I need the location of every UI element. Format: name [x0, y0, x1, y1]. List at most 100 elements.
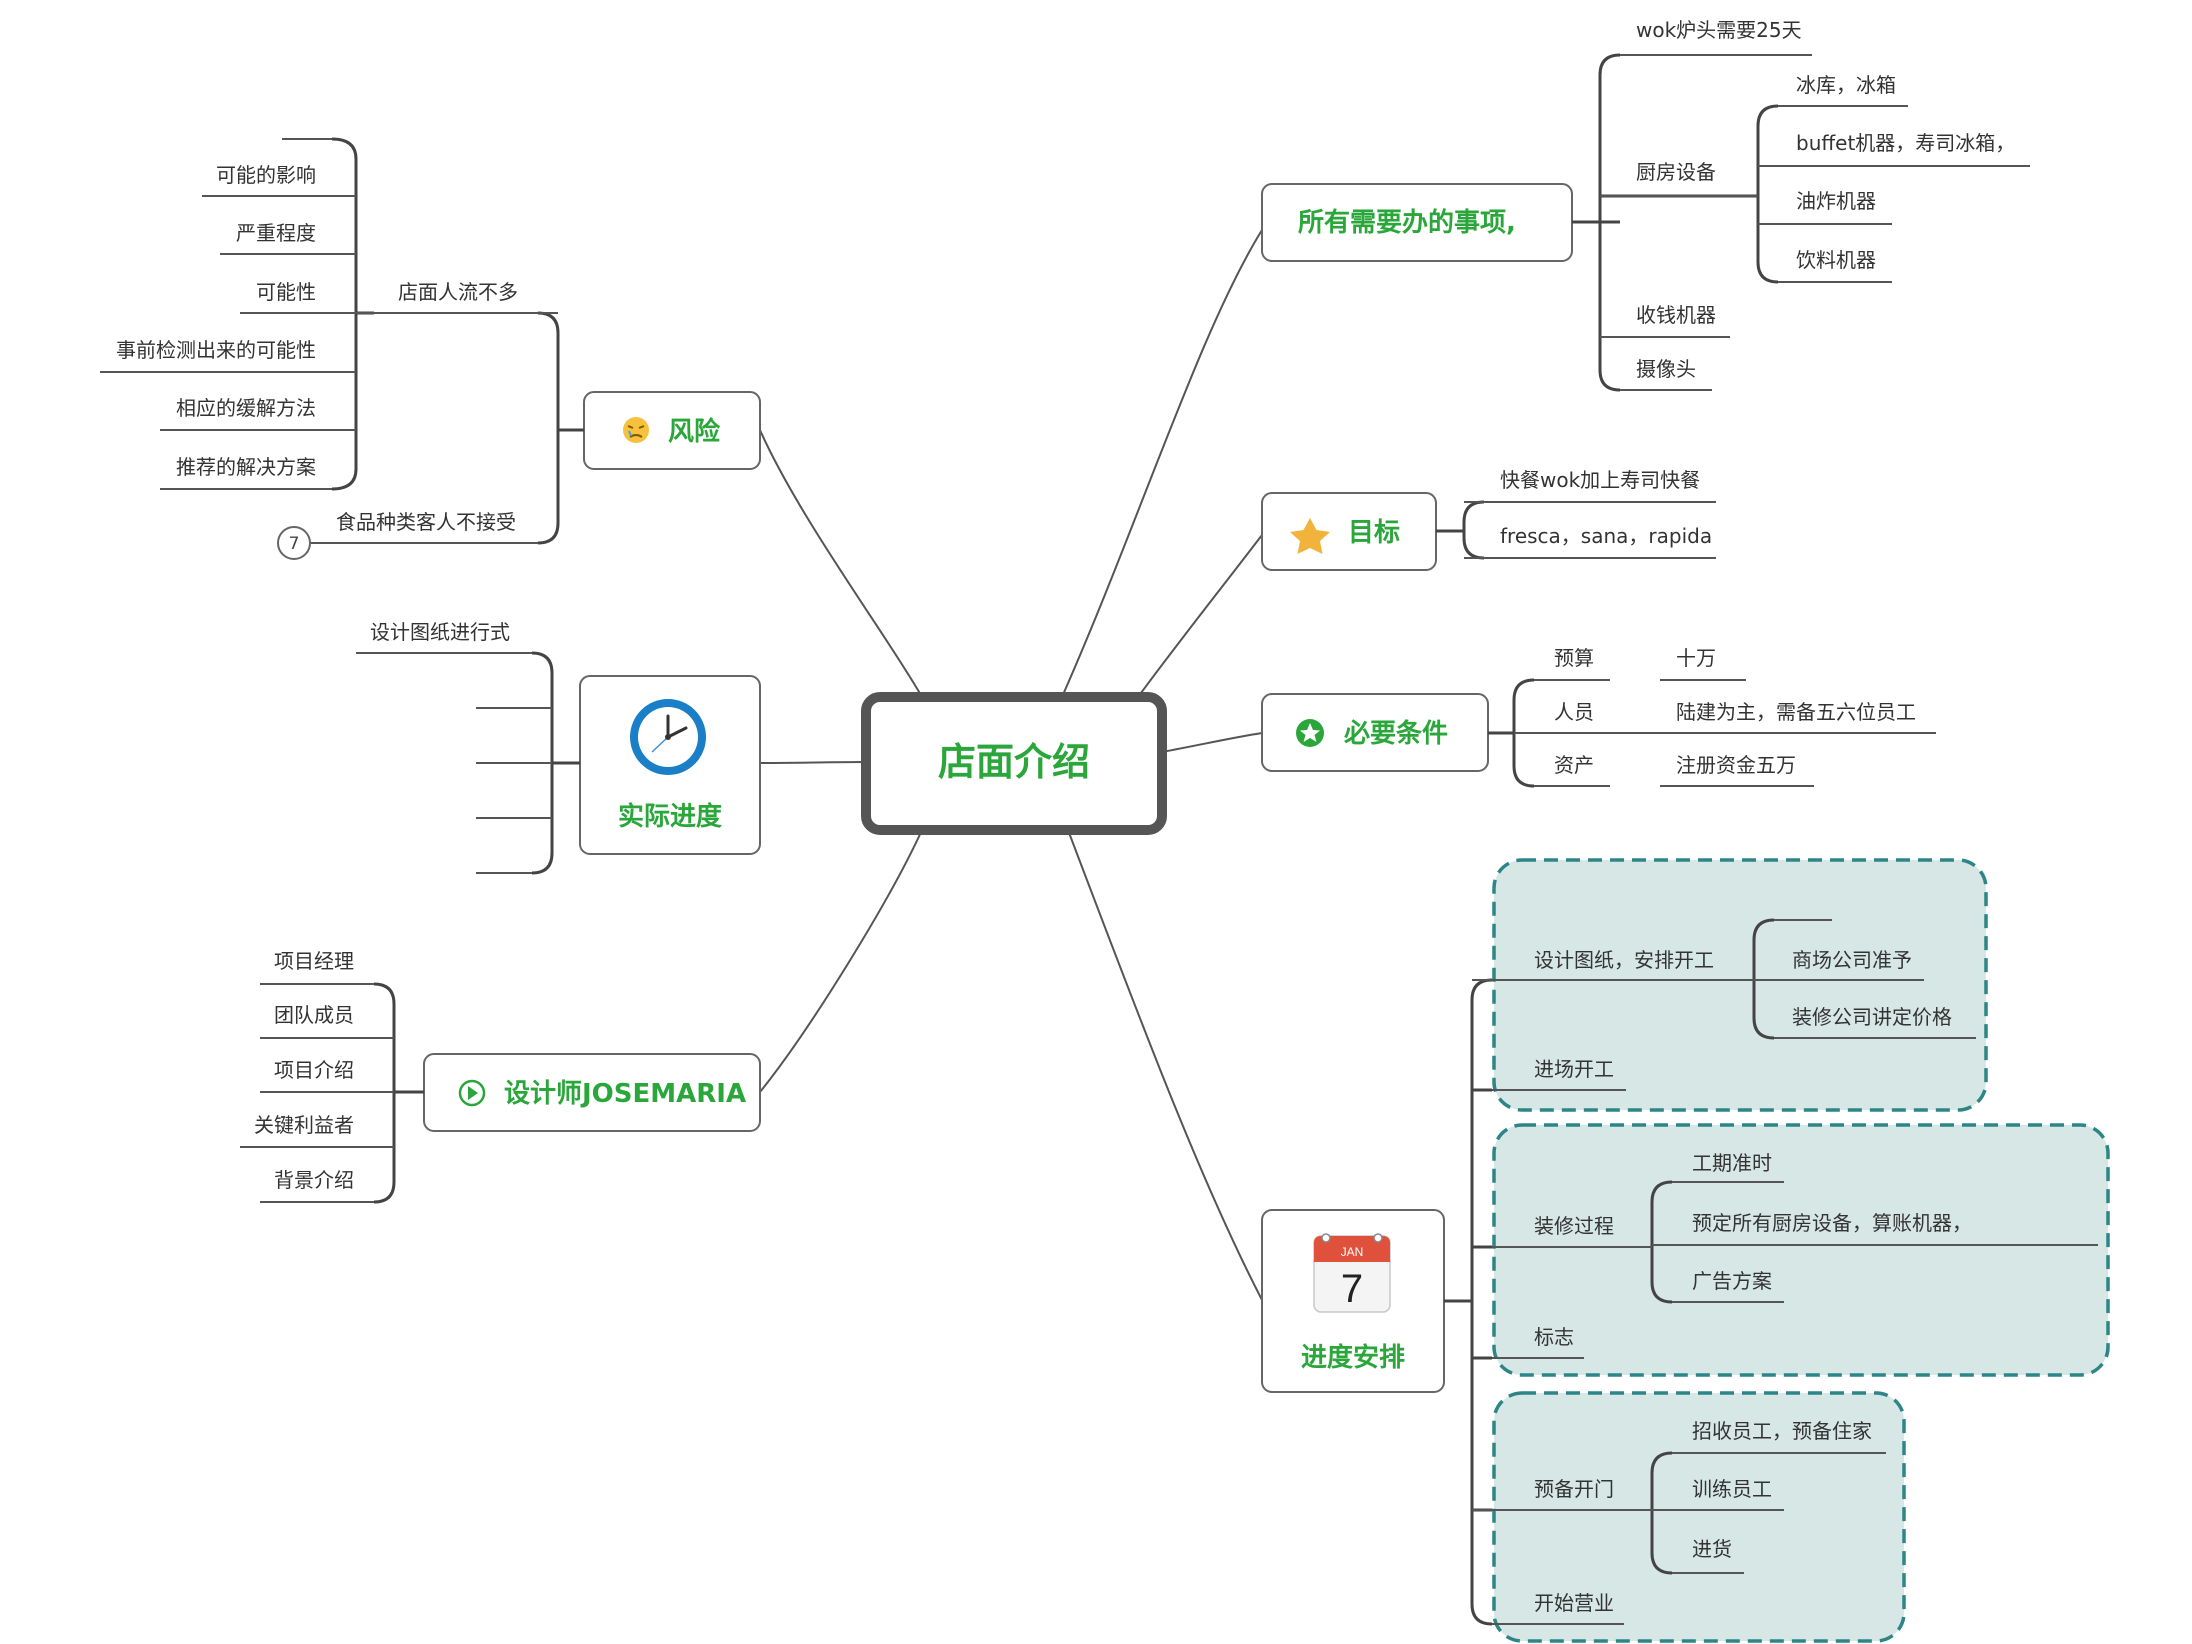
topic-todo[interactable]: 所有需要办的事项,	[1261, 183, 1573, 262]
todo-item-wok[interactable]: wok炉头需要25天	[1620, 18, 1812, 56]
star-icon	[1290, 518, 1330, 554]
designer-item[interactable]: 项目经理	[260, 949, 374, 985]
svg-text:装修过程: 装修过程	[1534, 1214, 1614, 1238]
topic-requirements[interactable]: 必要条件	[1261, 693, 1489, 772]
svg-text:JAN: JAN	[1341, 1245, 1364, 1259]
svg-text:进货: 进货	[1692, 1537, 1732, 1561]
svg-text:关键利益者: 关键利益者	[254, 1113, 354, 1137]
svg-text:7: 7	[289, 534, 300, 554]
risk-sub-topic[interactable]: 店面人流不多	[356, 280, 558, 314]
svg-text:商场公司准予: 商场公司准予	[1792, 948, 1912, 972]
kitchen-item[interactable]: 冰库，冰箱	[1778, 73, 1908, 107]
svg-text:冰库，冰箱: 冰库，冰箱	[1796, 73, 1896, 97]
root-topic-label: 店面介绍	[938, 740, 1090, 784]
requirement-row[interactable]: 资产 注册资金五万	[1534, 753, 1814, 787]
svg-text:店面人流不多: 店面人流不多	[398, 280, 518, 304]
schedule-subitem[interactable]: 进货	[1672, 1537, 1744, 1574]
designer-item[interactable]: 团队成员	[260, 1003, 394, 1039]
kitchen-item[interactable]: 饮料机器	[1778, 248, 1892, 283]
risk-detail-item[interactable]: 可能的影响	[202, 163, 356, 197]
svg-text:摄像头: 摄像头	[1636, 357, 1696, 381]
risk-connectors	[331, 137, 584, 545]
svg-text:预定所有厨房设备，算账机器，: 预定所有厨房设备，算账机器，	[1692, 1211, 1972, 1235]
svg-text:快餐wok加上寿司快餐: 快餐wok加上寿司快餐	[1500, 468, 1700, 492]
calendar-icon: JAN 7	[1313, 1233, 1391, 1313]
svg-text:招收员工，预备住家: 招收员工，预备住家	[1692, 1419, 1872, 1443]
svg-text:训练员工: 训练员工	[1692, 1477, 1772, 1501]
todo-item-kitchen[interactable]: 厨房设备	[1600, 160, 1758, 197]
svg-text:设计图纸，安排开工: 设计图纸，安排开工	[1534, 948, 1714, 972]
schedule-group-label[interactable]: 装修过程	[1492, 1214, 1652, 1248]
goal-item[interactable]: 快餐wok加上寿司快餐	[1464, 468, 1716, 503]
schedule-subitem[interactable]: 广告方案	[1672, 1269, 1784, 1303]
svg-text:资产: 资产	[1554, 753, 1594, 777]
schedule-group-label[interactable]: 设计图纸，安排开工	[1472, 948, 1754, 981]
progress-item[interactable]: 设计图纸进行式	[356, 620, 532, 654]
collapsed-count-badge[interactable]: 7	[277, 526, 311, 560]
svg-text:注册资金五万: 注册资金五万	[1676, 753, 1796, 777]
root-connectors	[759, 229, 1263, 1301]
goal-item[interactable]: fresca，sana，rapida	[1464, 524, 1716, 559]
svg-text:装修公司讲定价格: 装修公司讲定价格	[1792, 1005, 1952, 1029]
topic-designer[interactable]: 设计师JOSEMARIA	[423, 1053, 761, 1132]
svg-text:工期准时: 工期准时	[1692, 1151, 1772, 1175]
boundary-group-renovation[interactable]	[1492, 1123, 2110, 1377]
svg-text:开始营业: 开始营业	[1534, 1591, 1614, 1615]
schedule-group-next[interactable]: 标志	[1492, 1325, 1584, 1359]
svg-text:预备开门: 预备开门	[1534, 1477, 1614, 1501]
schedule-subitem[interactable]: 装修公司讲定价格	[1774, 1005, 1976, 1039]
topic-progress[interactable]: 实际进度	[579, 675, 761, 855]
svg-text:项目经理: 项目经理	[274, 949, 354, 973]
schedule-group-label[interactable]: 预备开门	[1472, 1477, 1652, 1511]
kitchen-item[interactable]: buffet机器，寿司冰箱，	[1758, 131, 2030, 167]
topic-todo-label: 所有需要办的事项,	[1298, 207, 1516, 238]
risk-sub-topic[interactable]: 食品种类客人不接受 7	[277, 510, 538, 560]
topic-goal[interactable]: 目标	[1261, 492, 1437, 571]
svg-text:相应的缓解方法: 相应的缓解方法	[176, 396, 316, 420]
schedule-subitem[interactable]: 预定所有厨房设备，算账机器，	[1652, 1211, 2098, 1246]
svg-text:油炸机器: 油炸机器	[1796, 189, 1876, 213]
schedule-group-next[interactable]: 开始营业	[1492, 1591, 1624, 1625]
schedule-subitem[interactable]: 招收员工，预备住家	[1672, 1419, 1886, 1454]
svg-text:人员: 人员	[1554, 700, 1594, 724]
topic-risk[interactable]: 风险	[583, 391, 761, 470]
todo-item-register[interactable]: 收钱机器	[1600, 303, 1730, 338]
clock-icon	[630, 699, 706, 775]
svg-text:7: 7	[1341, 1267, 1363, 1311]
todo-connectors	[1572, 53, 1779, 392]
topic-risk-label: 风险	[668, 416, 721, 447]
kitchen-item[interactable]: 油炸机器	[1758, 189, 1892, 225]
svg-text:预算: 预算	[1554, 646, 1594, 670]
svg-text:推荐的解决方案: 推荐的解决方案	[176, 455, 316, 479]
designer-item[interactable]: 项目介绍	[260, 1058, 394, 1093]
svg-text:fresca，sana，rapida: fresca，sana，rapida	[1500, 524, 1712, 548]
schedule-subitem[interactable]: 工期准时	[1672, 1151, 1784, 1183]
topic-schedule[interactable]: JAN 7 进度安排	[1261, 1209, 1445, 1393]
svg-text:广告方案: 广告方案	[1692, 1269, 1772, 1293]
designer-item[interactable]: 背景介绍	[260, 1168, 374, 1203]
svg-text:饮料机器: 饮料机器	[1796, 248, 1876, 272]
svg-text:事前检测出来的可能性: 事前检测出来的可能性	[116, 338, 316, 362]
svg-text:可能性: 可能性	[256, 280, 316, 304]
risk-detail-item[interactable]: 推荐的解决方案	[160, 455, 332, 490]
boundary-group-design[interactable]	[1492, 858, 1988, 1112]
root-topic[interactable]: 店面介绍	[861, 692, 1167, 835]
risk-detail-item[interactable]: 事前检测出来的可能性	[100, 338, 356, 373]
risk-detail-item[interactable]: 严重程度	[220, 221, 356, 255]
schedule-subitem[interactable]: 训练员工	[1652, 1477, 1784, 1511]
svg-text:陆建为主，需备五六位员工: 陆建为主，需备五六位员工	[1676, 700, 1916, 724]
risk-detail-item[interactable]: 可能性	[240, 280, 356, 314]
todo-item-camera[interactable]: 摄像头	[1620, 357, 1712, 391]
svg-text:厨房设备: 厨房设备	[1636, 160, 1716, 184]
requirement-row[interactable]: 人员 陆建为主，需备五六位员工	[1514, 700, 1936, 734]
designer-item[interactable]: 关键利益者	[240, 1113, 394, 1148]
risk-detail-item[interactable]: 相应的缓解方法	[160, 396, 356, 431]
requirement-row[interactable]: 预算 十万	[1534, 646, 1746, 681]
svg-text:团队成员: 团队成员	[274, 1003, 354, 1027]
schedule-subitem[interactable]: 商场公司准予	[1754, 948, 1924, 981]
svg-text:标志: 标志	[1534, 1325, 1574, 1349]
topic-progress-label: 实际进度	[618, 801, 722, 832]
schedule-group-next[interactable]: 进场开工	[1492, 1057, 1626, 1091]
boundary-group-opening[interactable]	[1492, 1391, 1906, 1643]
